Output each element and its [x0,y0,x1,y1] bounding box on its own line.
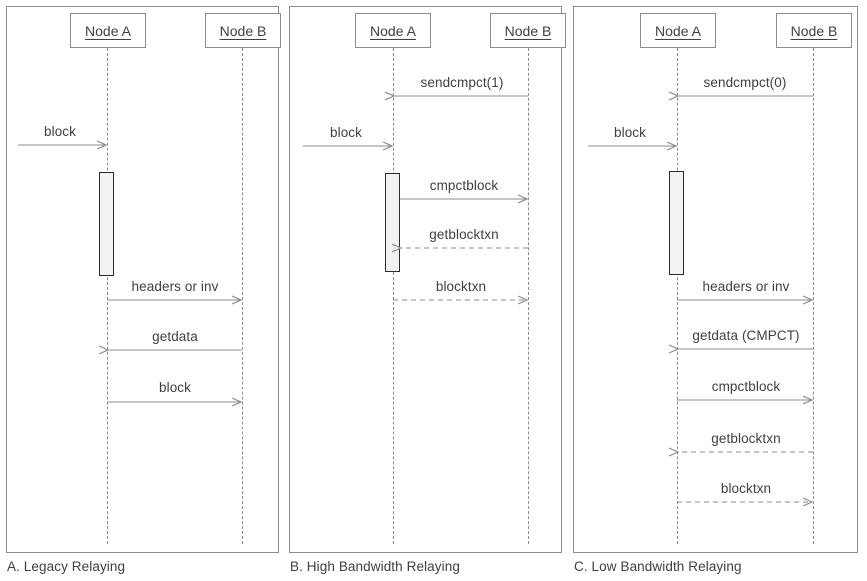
panel-c-node-b-box: Node B [776,13,852,48]
panel-c [573,6,858,553]
panel-a-message-label-block-in: block [43,124,77,139]
panel-a-node-a-box: Node A [70,13,146,48]
panel-a-message-label-getdata: getdata [152,329,198,344]
panel-b-node-b-lifeline [528,48,529,544]
panel-c-node-a-label: Node A [655,22,701,39]
panel-c-message-label-headers-or-inv: headers or inv [702,279,790,294]
panel-c-message-label-blocktxn: blocktxn [720,481,772,496]
panel-c-message-label-cmpctblock: cmpctblock [711,379,781,394]
panel-c-message-label-getdata-cmpct: getdata (CMPCT) [692,328,800,343]
panel-b-node-a-lifeline [393,48,394,544]
panel-b-node-b-box: Node B [490,13,566,48]
panel-b-node-a-label: Node A [370,22,416,39]
panel-a-activation-node-a [99,172,114,276]
panel-c-node-a-box: Node A [640,13,716,48]
panel-c-node-b-label: Node B [790,22,838,39]
panel-b-node-a-box: Node A [355,13,431,48]
panel-b-node-b-label: Node B [504,22,552,39]
panel-b [289,6,562,553]
panel-c-caption: C. Low Bandwidth Relaying [574,559,742,574]
panel-c-message-label-sendcmpct: sendcmpct(0) [703,75,787,90]
panel-b-message-label-sendcmpct: sendcmpct(1) [420,75,504,90]
panel-a [6,6,279,553]
panel-c-activation-node-a [669,171,684,275]
panel-a-node-a-lifeline [107,48,108,544]
panel-a-caption: A. Legacy Relaying [7,559,126,574]
panel-b-message-label-blocktxn: blocktxn [435,279,487,294]
panel-a-node-b-label: Node B [219,22,267,39]
panel-c-node-b-lifeline [813,48,814,544]
panel-c-message-label-getblocktxn: getblocktxn [711,431,781,446]
panel-a-node-b-box: Node B [205,13,281,48]
panel-b-message-label-block-in: block [329,125,363,140]
panel-b-message-label-getblocktxn: getblocktxn [429,227,499,242]
panel-b-caption: B. High Bandwidth Relaying [290,559,460,574]
panel-a-message-label-block-out: block [158,380,192,395]
panel-b-message-label-cmpctblock: cmpctblock [429,178,499,193]
panel-a-node-b-lifeline [242,48,243,544]
panel-c-node-a-lifeline [677,48,678,544]
panel-a-node-a-label: Node A [85,22,131,39]
panel-c-message-label-block-in: block [613,125,647,140]
panel-a-message-label-headers-or-inv: headers or inv [131,279,219,294]
panel-b-activation-node-a [385,173,400,272]
